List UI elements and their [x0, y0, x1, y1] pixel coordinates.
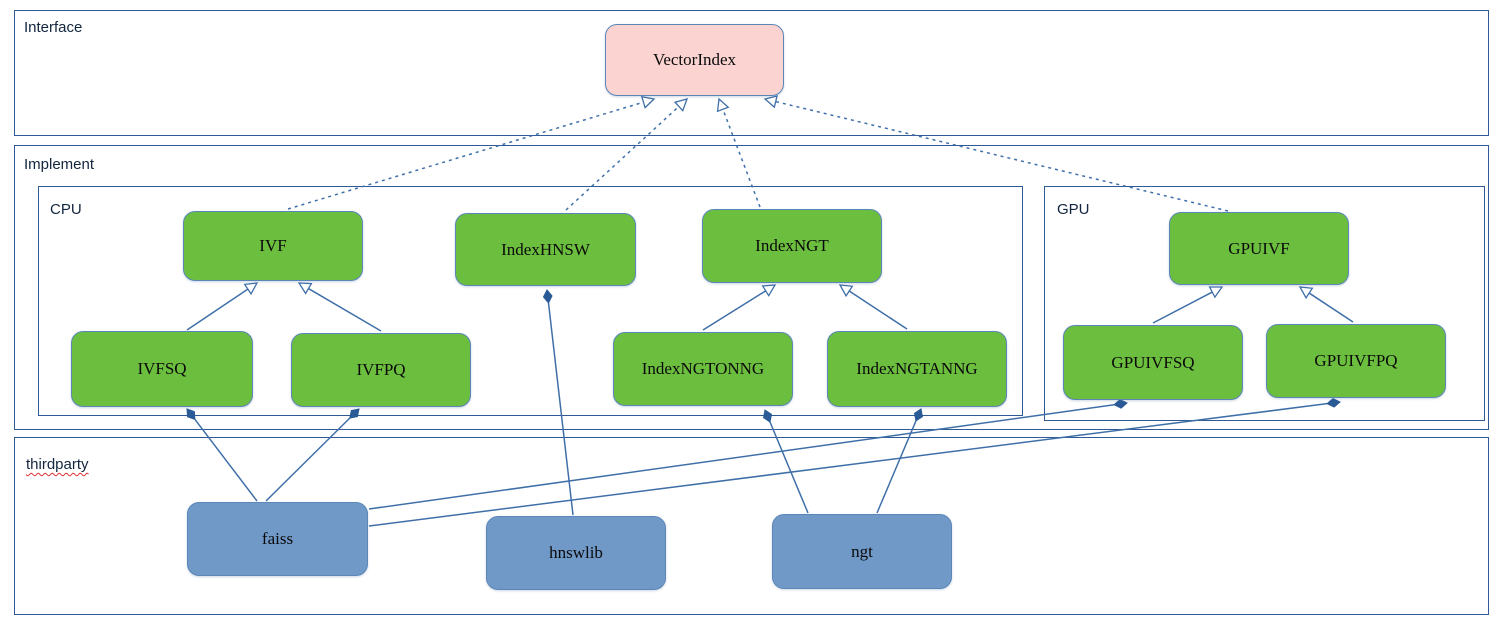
node-indexngtanng[interactable]: IndexNGTANNG	[827, 331, 1007, 407]
node-ivf[interactable]: IVF	[183, 211, 363, 281]
node-gpuivfpq[interactable]: GPUIVFPQ	[1266, 324, 1446, 398]
node-faiss[interactable]: faiss	[187, 502, 368, 576]
node-indexhnsw[interactable]: IndexHNSW	[455, 213, 636, 286]
node-gpuivf[interactable]: GPUIVF	[1169, 212, 1349, 285]
panel-label-gpu: GPU	[1057, 201, 1090, 218]
node-vectorindex[interactable]: VectorIndex	[605, 24, 784, 96]
node-ivfpq[interactable]: IVFPQ	[291, 333, 471, 407]
panel-label-implement: Implement	[24, 156, 95, 173]
node-indexngtonng[interactable]: IndexNGTONNG	[613, 332, 793, 406]
panel-label-cpu: CPU	[50, 201, 82, 218]
node-ngt[interactable]: ngt	[772, 514, 952, 589]
node-ivfsq[interactable]: IVFSQ	[71, 331, 253, 407]
node-hnswlib[interactable]: hnswlib	[486, 516, 666, 590]
panel-label-interface: Interface	[24, 19, 83, 36]
panel-label-thirdparty: thirdparty	[26, 456, 89, 473]
node-indexngt[interactable]: IndexNGT	[702, 209, 882, 283]
node-gpuivfsq[interactable]: GPUIVFSQ	[1063, 325, 1243, 400]
